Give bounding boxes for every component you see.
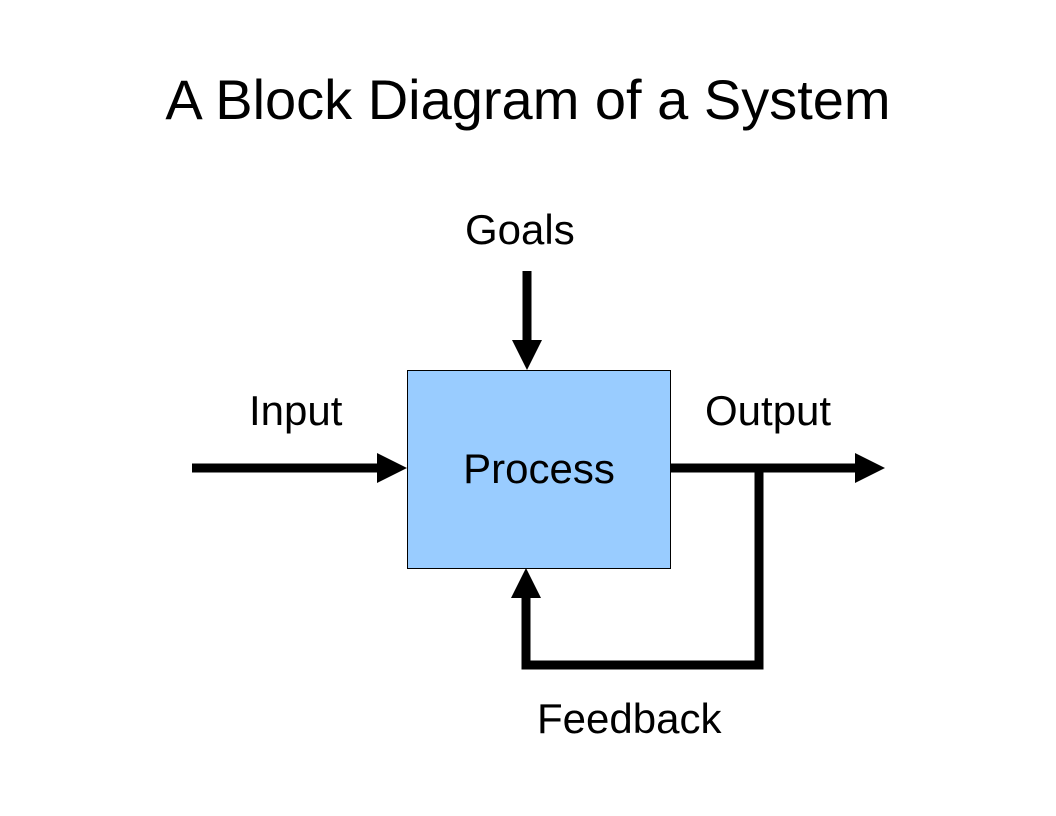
goals-label: Goals bbox=[465, 206, 575, 253]
process-label: Process bbox=[463, 445, 615, 492]
process-block: Process bbox=[407, 370, 671, 569]
output-label: Output bbox=[705, 387, 832, 434]
input-arrow bbox=[192, 453, 407, 483]
input-label: Input bbox=[249, 387, 343, 434]
goals-arrow bbox=[512, 271, 542, 370]
feedback-loop bbox=[511, 468, 764, 670]
output-arrow bbox=[669, 453, 885, 483]
feedback-label: Feedback bbox=[537, 695, 722, 742]
slide-title: A Block Diagram of a System bbox=[165, 68, 891, 131]
